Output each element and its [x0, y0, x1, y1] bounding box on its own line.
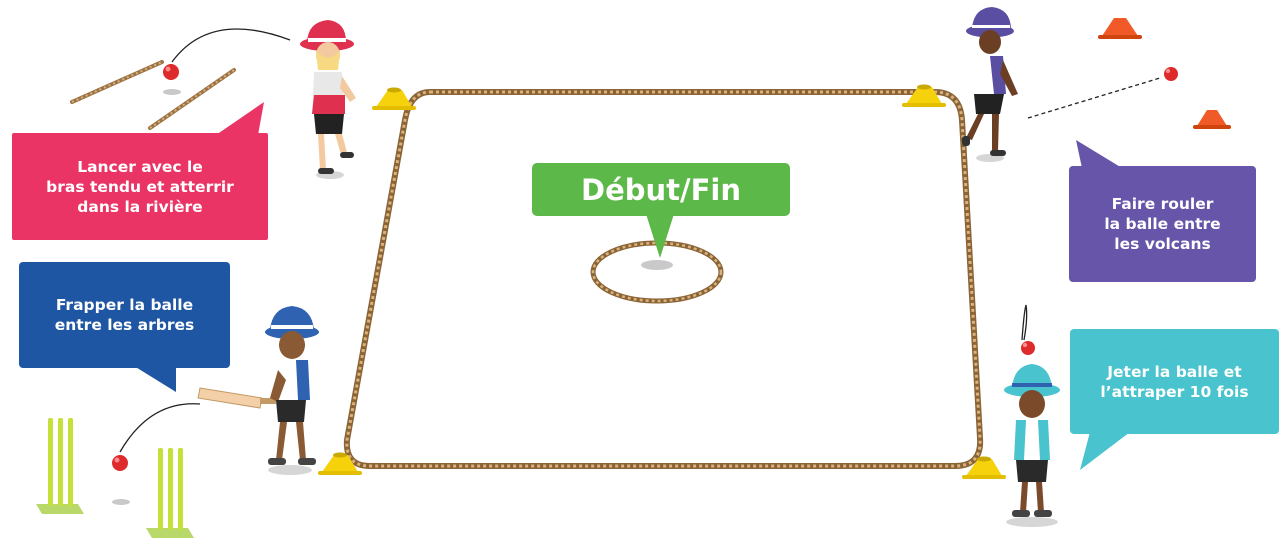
player-roll-icon [962, 7, 1018, 162]
field-rope-icon [343, 89, 984, 469]
wicket-icon [36, 418, 84, 514]
bubble-roll [1069, 140, 1256, 282]
bubble-throw [12, 102, 268, 240]
river-rope-icon [70, 60, 236, 130]
cone-orange-icon [1193, 110, 1231, 129]
cone-icon [962, 456, 1006, 479]
ball-icon [163, 64, 179, 80]
ball-icon [1021, 341, 1035, 355]
bat-icon [197, 387, 276, 409]
ball-icon [1164, 67, 1178, 81]
bubble-catch [1070, 329, 1279, 470]
center-label: Début/Fin [581, 172, 741, 207]
player-throw-icon [300, 20, 356, 179]
cone-icon [318, 452, 362, 475]
bubble-hit [19, 262, 230, 392]
ball-shadow [112, 499, 130, 505]
center-circle-rope-icon [590, 240, 724, 304]
ball-icon [112, 455, 128, 471]
ball-trajectory [1027, 77, 1161, 119]
station-hit-label: Frapper la balle entre les arbres [54, 296, 195, 334]
ball-trajectory [119, 403, 201, 453]
player-catch-icon [1004, 364, 1060, 527]
cone-icon [372, 87, 416, 110]
ball-trajectory [171, 28, 291, 63]
player-bat-icon [265, 306, 319, 475]
ball-trajectory [1021, 304, 1028, 341]
ball-shadow [163, 89, 181, 95]
center-label-bubble [532, 163, 790, 258]
station-catch-label: Jeter la balle et l’attraper 10 fois [1100, 362, 1249, 401]
station-roll-label: Faire rouler la balle entre les volcans [1104, 195, 1221, 253]
wicket-icon [146, 448, 194, 538]
cone-orange-icon [1098, 18, 1142, 39]
cone-icon [902, 84, 946, 107]
station-throw-label: Lancer avec le bras tendu et atterrir da… [46, 157, 234, 216]
